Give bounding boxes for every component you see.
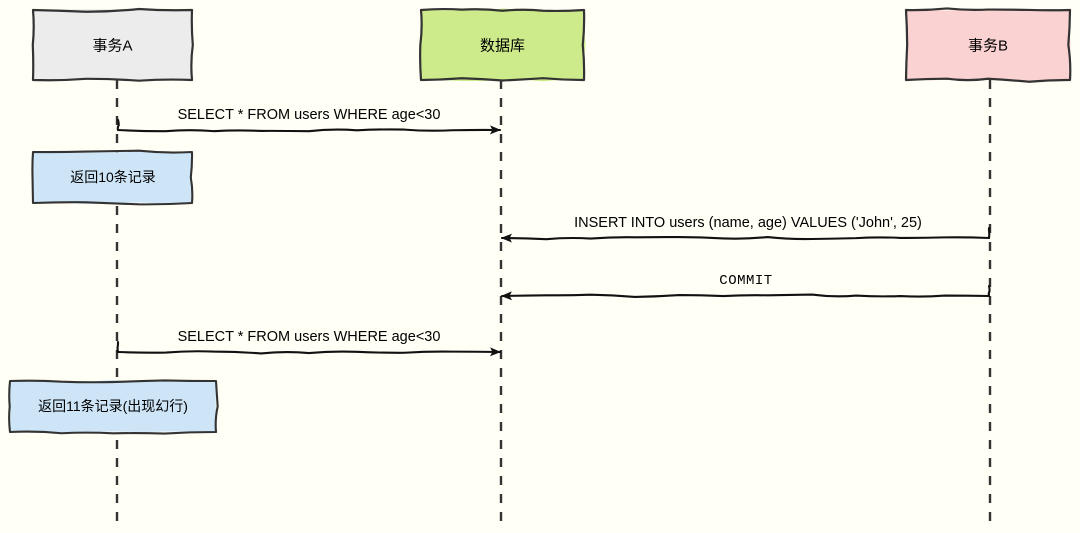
participant-box-fill-database bbox=[420, 8, 586, 82]
note-note-10-records[interactable] bbox=[31, 149, 194, 206]
note-outline-note-11-records bbox=[8, 379, 219, 435]
participant-box-outline-database bbox=[419, 7, 586, 82]
note-fill-note-11-records bbox=[10, 379, 217, 434]
message-arrow-msg-commit bbox=[500, 291, 991, 301]
message-arrow-msg-insert bbox=[500, 233, 991, 243]
message-arrow-msg-select-2 bbox=[116, 347, 502, 357]
messages-layer bbox=[116, 118, 991, 357]
message-origin-tick-msg-select-1 bbox=[116, 118, 120, 132]
participant-box-tx-b[interactable] bbox=[904, 7, 1072, 83]
message-arrow-msg-select-1 bbox=[116, 125, 502, 135]
participant-box-outline-tx-b bbox=[904, 7, 1072, 83]
note-fill-note-10-records bbox=[32, 151, 193, 205]
participant-box-tx-a[interactable] bbox=[31, 7, 194, 82]
message-msg-insert[interactable] bbox=[500, 226, 991, 243]
message-msg-commit[interactable] bbox=[500, 284, 991, 301]
participant-box-database[interactable] bbox=[419, 7, 586, 82]
participant-box-fill-tx-a bbox=[32, 8, 194, 81]
notes-layer bbox=[8, 149, 219, 435]
note-outline-note-10-records bbox=[31, 149, 194, 206]
message-origin-tick-msg-commit bbox=[987, 284, 991, 298]
lifelines-layer bbox=[115, 80, 992, 526]
participant-box-outline-tx-a bbox=[31, 7, 194, 82]
note-note-11-records[interactable] bbox=[8, 379, 219, 435]
message-msg-select-1[interactable] bbox=[116, 118, 502, 135]
message-msg-select-2[interactable] bbox=[116, 340, 502, 357]
participant-boxes-layer bbox=[31, 7, 1072, 83]
participant-box-fill-tx-b bbox=[905, 9, 1071, 81]
